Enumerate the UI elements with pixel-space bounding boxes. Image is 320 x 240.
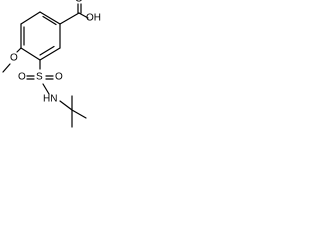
quaternary-c-to-methyl-right-bond bbox=[71, 109, 87, 119]
sulfonyl-o-left-label: O bbox=[18, 72, 26, 83]
methoxy-o-to-ch3-bond bbox=[2, 63, 11, 73]
ring-double-bond-inner-3 bbox=[39, 45, 55, 56]
ring-bond-top-left-top bbox=[20, 11, 41, 25]
tert-butyl-amine-group: HN bbox=[42, 83, 87, 128]
sulfonyl-o-right-label: O bbox=[55, 72, 63, 83]
methoxy-group: O bbox=[2, 47, 22, 73]
carboxyl-c-oh-bond bbox=[78, 12, 89, 19]
sulfonyl-group: O S O bbox=[18, 59, 63, 83]
ring-to-carboxyl-bond bbox=[59, 12, 80, 25]
carboxylic-acid-group: O OH bbox=[59, 0, 101, 25]
carboxyl-o-label: O bbox=[75, 0, 83, 5]
ring-bond-bottom-right-bottom bbox=[39, 47, 61, 61]
chemical-structure-diagram: O OH O O S O HN bbox=[2, 0, 101, 128]
benzene-ring bbox=[20, 11, 61, 61]
sulfonyl-s-label: S bbox=[36, 72, 43, 83]
amine-hn-label: HN bbox=[43, 94, 57, 105]
carboxyl-oh-label: OH bbox=[86, 13, 101, 24]
ring-double-bond-inner-1 bbox=[42, 15, 57, 26]
methoxy-o-label: O bbox=[10, 53, 18, 64]
ring-bond-top-top-right bbox=[39, 11, 61, 25]
sulfonyl-to-nh-bond bbox=[42, 83, 50, 95]
nh-to-quaternary-c-bond bbox=[59, 100, 73, 111]
ring-to-methoxy-o-bond bbox=[16, 47, 22, 53]
ring-bond-bottom-bottom-left bbox=[20, 47, 41, 61]
